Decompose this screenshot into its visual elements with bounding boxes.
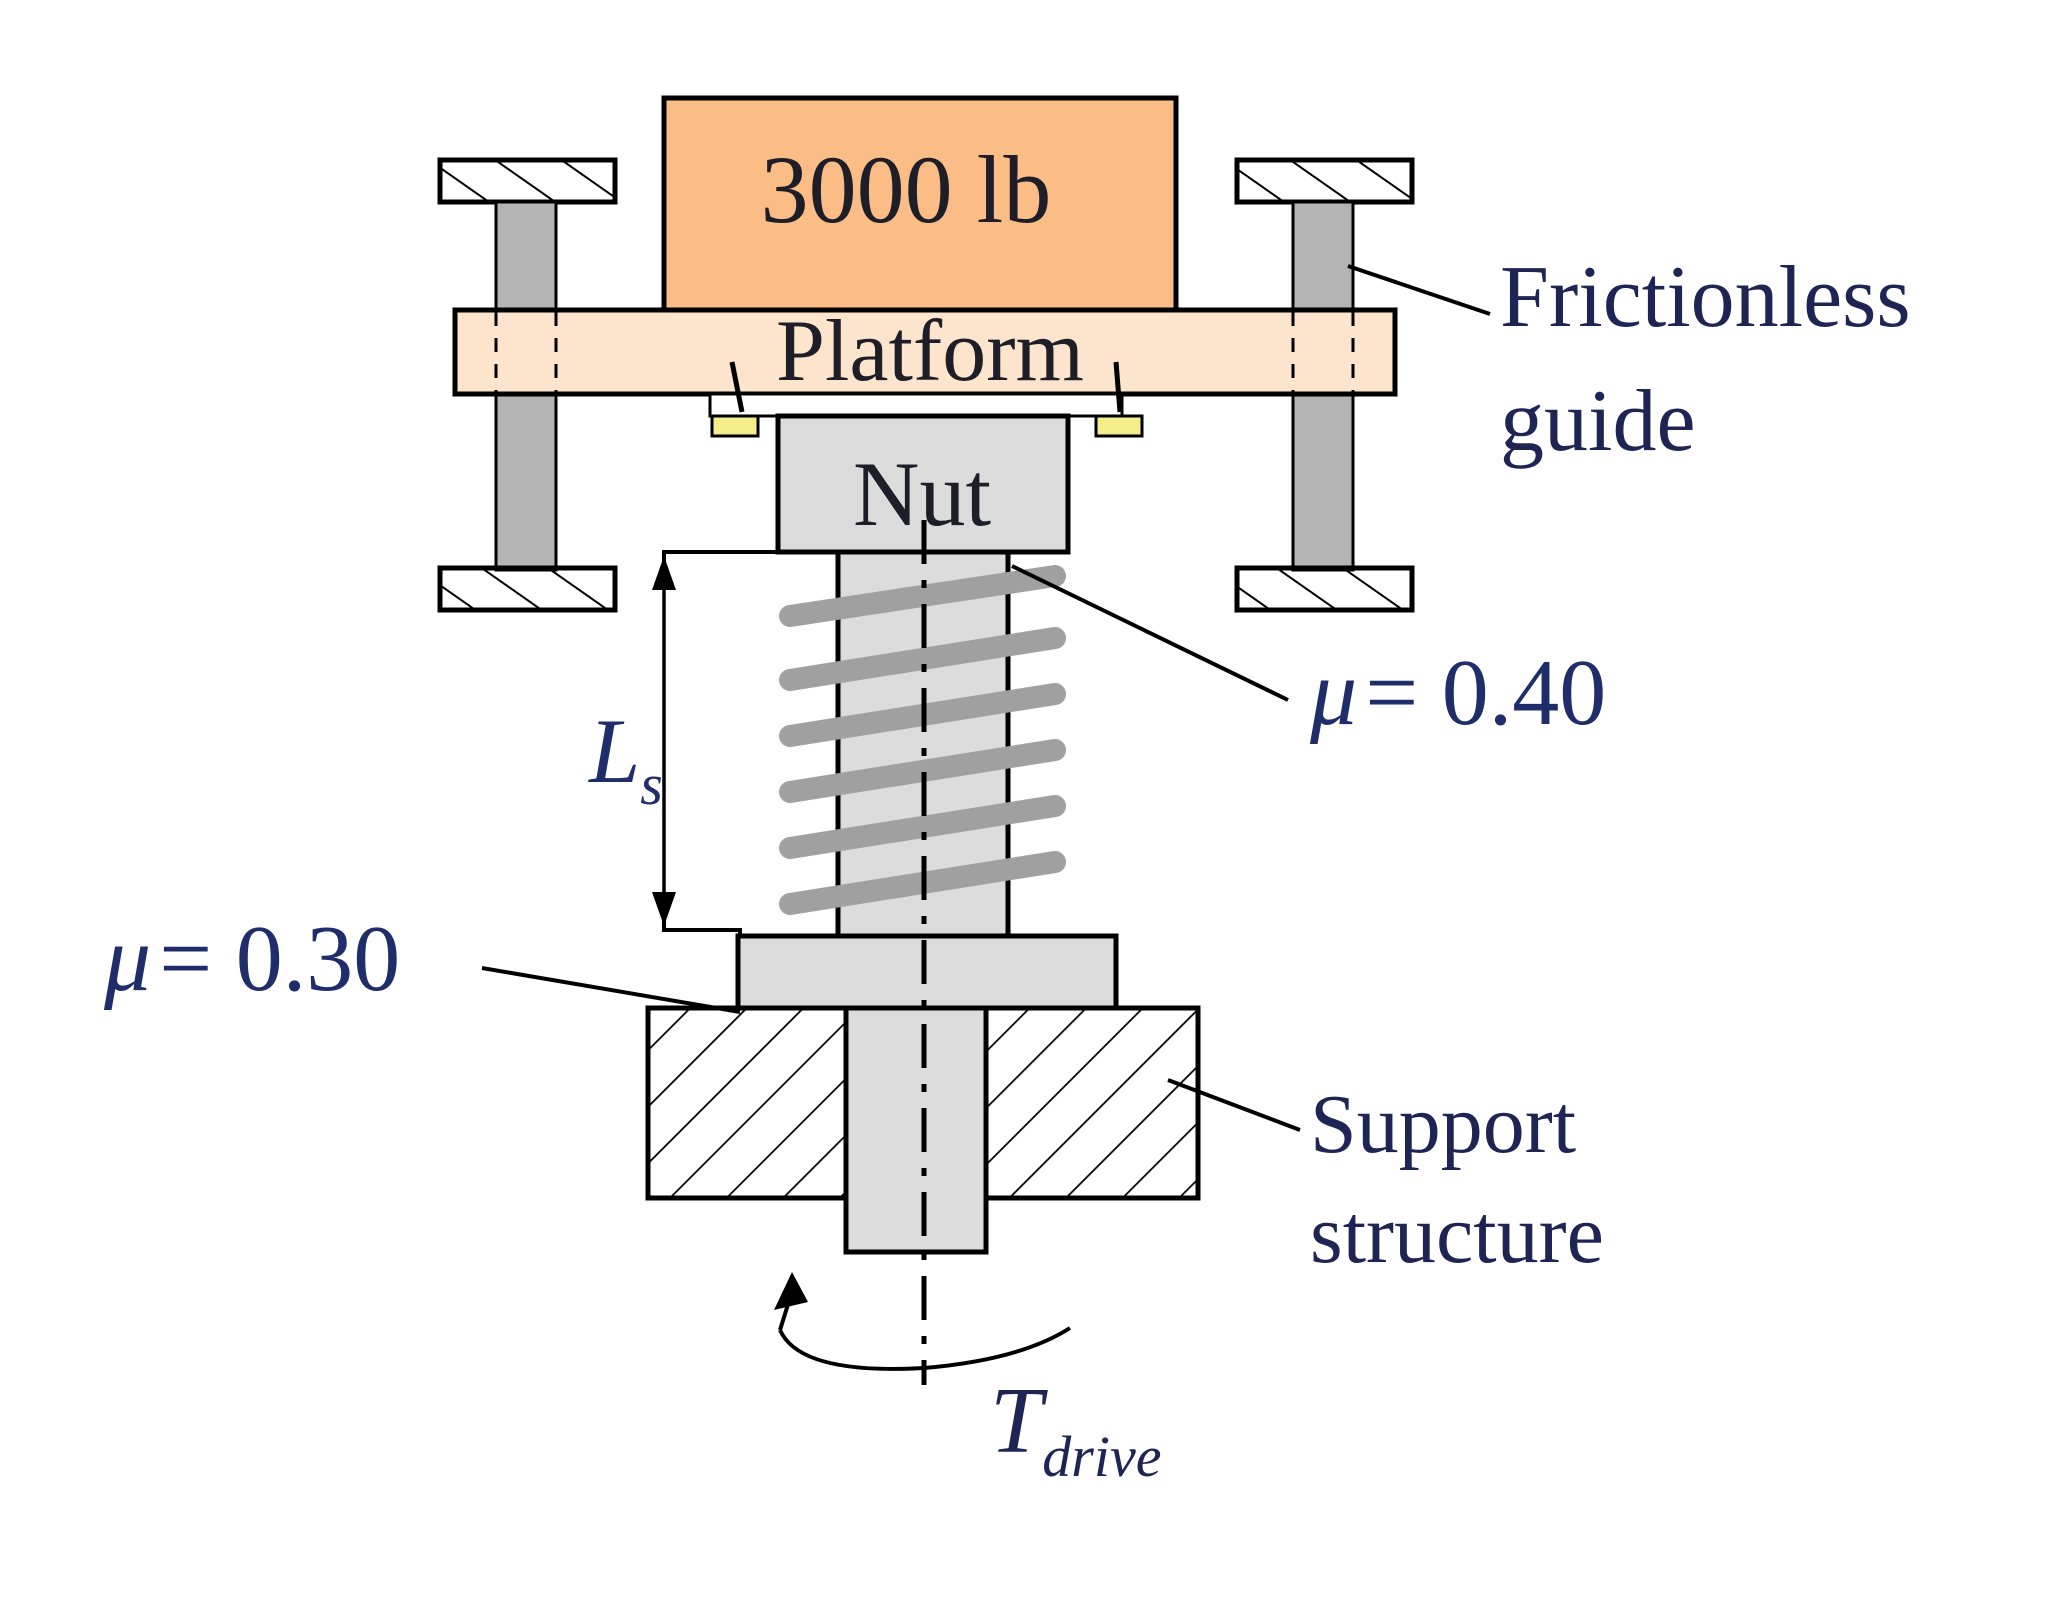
drive-torque: Tdrive — [774, 1272, 1161, 1489]
thread-friction-callout: μ= 0.40 — [1011, 564, 1606, 745]
nut-mount-pads — [708, 361, 1144, 438]
platform-label: Platform — [776, 303, 1084, 400]
torque-label: Tdrive — [990, 1369, 1161, 1489]
support-label-line1: Support — [1310, 1078, 1576, 1171]
right-guide — [1234, 157, 1415, 613]
length-dimension: Ls — [587, 550, 838, 936]
support-callout: Support structure — [1167, 1078, 1604, 1281]
left-guide — [437, 157, 618, 613]
thrust-collar — [735, 933, 1119, 1011]
torque-arrowhead — [774, 1272, 808, 1310]
nut: Nut — [775, 413, 1071, 555]
guide-label-line2: guide — [1500, 373, 1696, 470]
load-label: 3000 lb — [761, 136, 1052, 243]
platform: Platform — [452, 303, 1398, 400]
guide-callout: Frictionless guide — [1347, 249, 1911, 470]
guide-label-line1: Frictionless — [1500, 249, 1911, 346]
collar-friction-callout: μ= 0.30 — [103, 907, 741, 1014]
support-label-line2: structure — [1310, 1188, 1604, 1281]
length-symbol: Ls — [587, 700, 663, 817]
collar-friction-label: μ= 0.30 — [103, 907, 400, 1011]
thread-friction-label: μ= 0.40 — [1309, 641, 1606, 745]
load-block: 3000 lb — [661, 95, 1179, 313]
